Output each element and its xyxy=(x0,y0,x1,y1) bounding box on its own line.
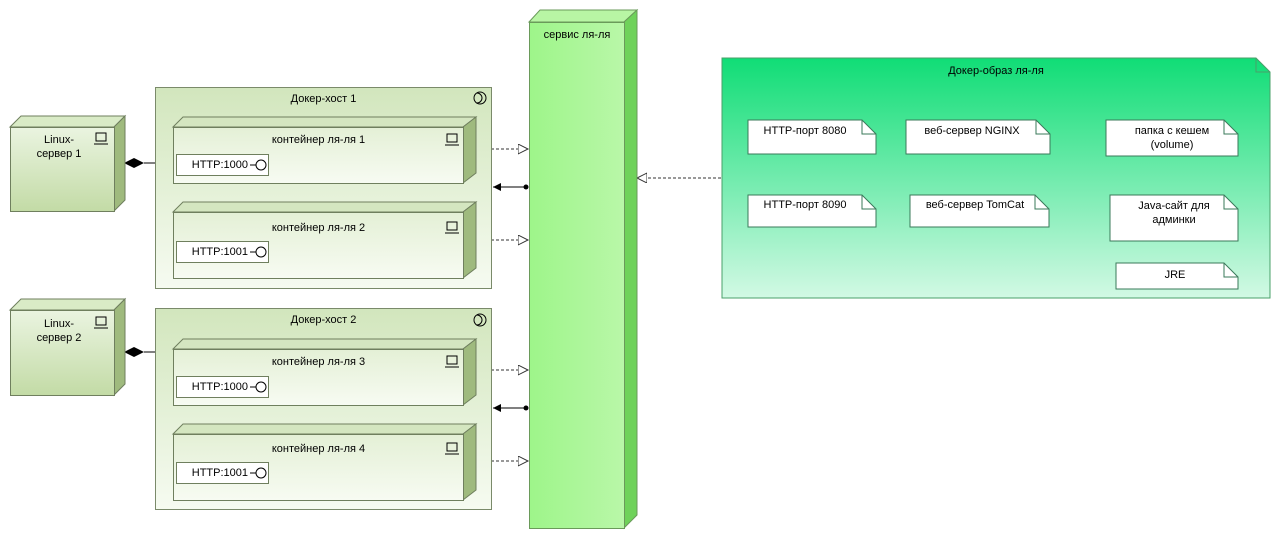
association-link-host1 xyxy=(493,183,529,191)
docker-image-label: Докер-образ ля-ля xyxy=(948,65,1044,77)
artifact-tomcat[interactable]: веб-сервер TomCat xyxy=(925,199,1025,211)
association-link-host2 xyxy=(493,404,529,412)
port-label: HTTP:1001 xyxy=(191,467,248,479)
port-box[interactable] xyxy=(176,154,269,176)
container-1-label: контейнер ля-ля 1 xyxy=(271,134,366,146)
container-4-label: контейнер ля-ля 4 xyxy=(271,443,366,455)
port-label: HTTP:1001 xyxy=(191,246,248,258)
container-2-label: контейнер ля-ля 2 xyxy=(271,222,366,234)
port-box[interactable] xyxy=(176,241,269,263)
port-box[interactable] xyxy=(176,462,269,484)
artifact-java-admin-site[interactable]: Java-сайт для админки xyxy=(1138,200,1210,226)
port-label: HTTP:1000 xyxy=(191,159,248,171)
composition-link-2 xyxy=(124,347,155,357)
artifact-port-8080[interactable]: HTTP-порт 8080 xyxy=(763,125,847,137)
port-label: HTTP:1000 xyxy=(191,381,248,393)
server-2-label: Linux- сервер 2 xyxy=(36,318,82,344)
docker-host-2-label: Докер-хост 2 xyxy=(290,314,357,326)
artifact-cache-volume[interactable]: папка с кешем (volume) xyxy=(1134,125,1210,151)
service-label: сервис ля-ля xyxy=(543,29,611,41)
artifact-jre[interactable]: JRE xyxy=(1164,269,1186,281)
port-box[interactable] xyxy=(176,376,269,398)
artifact-port-8090[interactable]: HTTP-порт 8090 xyxy=(763,199,847,211)
server-1-label: Linux- сервер 1 xyxy=(36,134,82,160)
docker-host-1-label: Докер-хост 1 xyxy=(290,93,357,105)
composition-link-1 xyxy=(124,158,155,168)
container-3-label: контейнер ля-ля 3 xyxy=(271,356,366,368)
artifact-nginx[interactable]: веб-сервер NGINX xyxy=(924,125,1020,137)
